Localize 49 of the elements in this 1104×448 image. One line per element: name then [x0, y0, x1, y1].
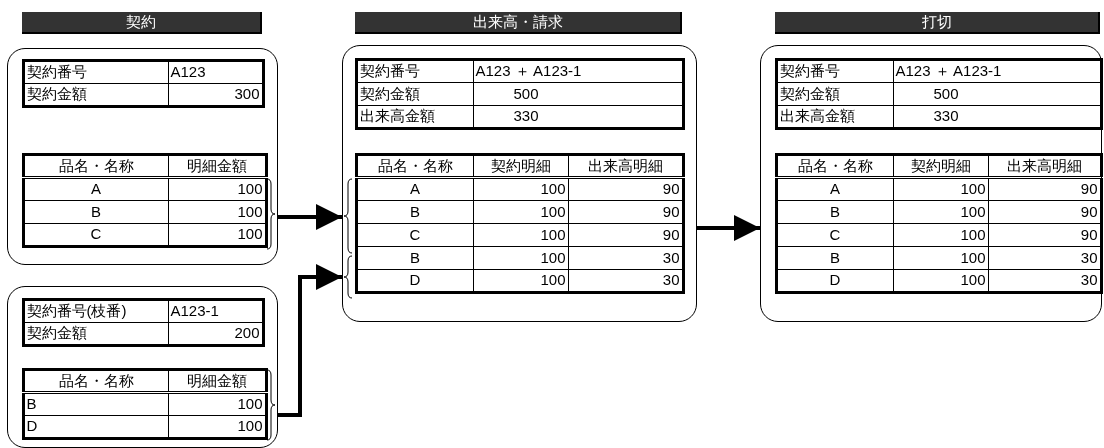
- table-cell: 100: [893, 223, 988, 246]
- data-table: [354, 57, 685, 130]
- table-cell: B: [356, 200, 473, 223]
- data-table: [21, 58, 265, 108]
- section-header: 契約: [22, 12, 262, 34]
- field-label: 契約番号(枝番): [23, 299, 168, 322]
- table-cell: B: [776, 246, 893, 269]
- rounded-panel: [342, 45, 697, 322]
- column-header: 契約明細: [473, 154, 568, 177]
- table-cell: B: [356, 246, 473, 269]
- data-table: [354, 152, 685, 294]
- column-header: 契約明細: [893, 154, 988, 177]
- table-cell: A: [23, 177, 168, 200]
- table-cell: 100: [893, 246, 988, 269]
- section-header: 出来高・請求: [355, 12, 682, 34]
- arrow: [278, 204, 342, 230]
- field-label: 契約番号: [23, 60, 168, 83]
- table-cell: 100: [473, 177, 568, 200]
- table-cell: 100: [893, 177, 988, 200]
- rounded-panel: [7, 48, 278, 265]
- table-cell: 100: [473, 246, 568, 269]
- column-header: 品名・名称: [23, 369, 168, 392]
- field-label: 契約金額: [776, 82, 893, 105]
- table-cell: B: [776, 200, 893, 223]
- table-cell: C: [776, 223, 893, 246]
- data-table: [774, 152, 1103, 294]
- table-cell: A: [356, 177, 473, 200]
- field-label: 契約番号: [776, 59, 893, 82]
- data-table: [21, 152, 268, 248]
- table-cell: C: [356, 223, 473, 246]
- column-header: 品名・名称: [356, 154, 473, 177]
- rounded-panel: [7, 286, 278, 448]
- table-cell: 100: [893, 200, 988, 223]
- table-cell: 100: [473, 223, 568, 246]
- arrow: [278, 264, 342, 417]
- column-header: 品名・名称: [776, 154, 893, 177]
- field-label: 契約金額: [356, 82, 473, 105]
- data-table: [21, 367, 268, 440]
- table-cell: A: [776, 177, 893, 200]
- table-cell: B: [23, 200, 168, 223]
- section-header: 打切: [775, 12, 1100, 34]
- data-table: [21, 297, 265, 347]
- table-cell: 100: [473, 200, 568, 223]
- table-cell: B: [23, 392, 168, 415]
- column-header: 品名・名称: [23, 154, 168, 177]
- data-table: [774, 57, 1103, 130]
- rounded-panel: [760, 45, 1102, 322]
- field-label: 契約番号: [356, 59, 473, 82]
- arrow: [697, 215, 760, 241]
